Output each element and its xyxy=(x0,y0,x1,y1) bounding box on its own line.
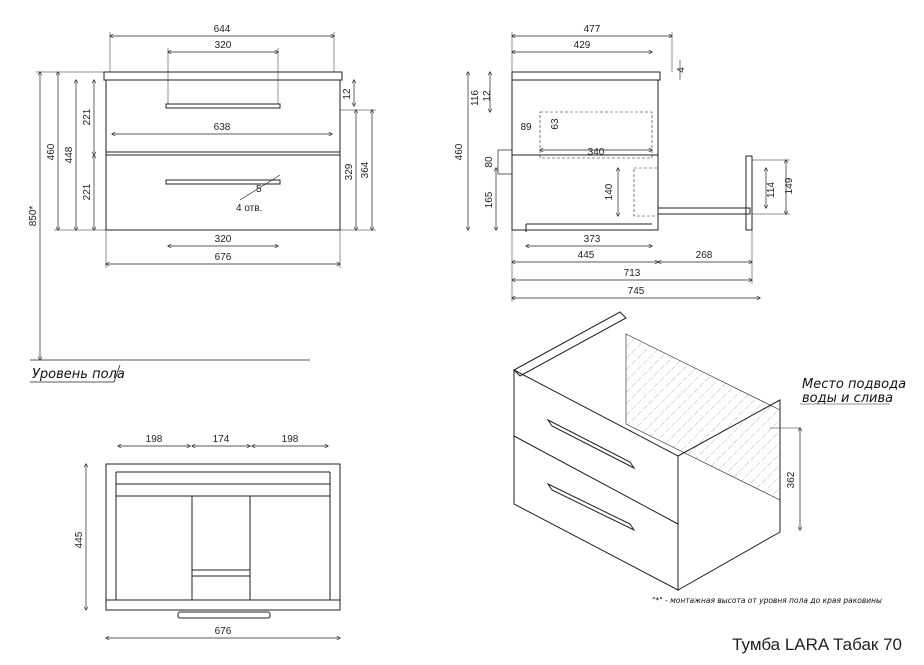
dim-676-top: 676 xyxy=(215,626,232,637)
dim-676: 676 xyxy=(215,252,232,263)
dim-364: 364 xyxy=(360,161,371,178)
side-view-labels: 477 429 4 116 12 89 63 340 460 80 165 14… xyxy=(454,24,795,297)
dim-448: 448 xyxy=(64,146,75,163)
dim-89: 89 xyxy=(520,122,532,133)
hole-diameter: 5 xyxy=(256,184,262,195)
water-label-2: воды и слива xyxy=(802,391,893,406)
dim-373: 373 xyxy=(584,234,601,245)
product-title: Тумба LARA Табак 70 xyxy=(732,635,902,654)
dim-12-side: 12 xyxy=(482,90,493,102)
top-handle xyxy=(165,103,281,109)
iso-view-labels: Место подвода воды и слива 362 xyxy=(786,377,906,488)
dim-713: 713 xyxy=(624,268,641,279)
dim-477: 477 xyxy=(584,24,601,35)
dim-149: 149 xyxy=(784,177,795,194)
front-view-labels: 644 320 638 320 676 850* 460 448 221 221… xyxy=(28,24,371,382)
footnote: "*" - монтажная высота от уровня пола до… xyxy=(652,596,882,605)
dim-745: 745 xyxy=(628,286,645,297)
water-label-1: Место подвода xyxy=(802,377,906,392)
floor-label: Уровень пола xyxy=(32,367,125,382)
dim-340: 340 xyxy=(588,147,605,158)
dim-320-bottom: 320 xyxy=(215,234,232,245)
dim-12: 12 xyxy=(342,88,353,100)
front-view xyxy=(30,32,376,383)
dim-221-bottom: 221 xyxy=(82,183,93,200)
top-view xyxy=(86,446,340,638)
dim-198-left: 198 xyxy=(146,434,163,445)
dim-140: 140 xyxy=(604,183,615,200)
dim-4: 4 xyxy=(676,67,687,73)
top-view-labels: 198 174 198 445 676 xyxy=(74,434,299,637)
dim-644: 644 xyxy=(214,24,231,35)
dim-850: 850* xyxy=(28,206,39,227)
dim-460: 460 xyxy=(46,143,57,160)
dim-362: 362 xyxy=(786,471,797,488)
dim-63: 63 xyxy=(550,118,561,130)
dim-221-top: 221 xyxy=(82,108,93,125)
dim-114: 114 xyxy=(766,182,777,198)
dim-460-side: 460 xyxy=(454,143,465,160)
dim-638: 638 xyxy=(214,122,231,133)
dim-80: 80 xyxy=(484,156,495,168)
dim-198-right: 198 xyxy=(282,434,299,445)
bottom-handle xyxy=(165,179,281,185)
dim-320-top: 320 xyxy=(215,40,232,51)
iso-view xyxy=(513,311,890,591)
dim-116: 116 xyxy=(470,90,481,106)
dim-445-side: 445 xyxy=(578,250,595,261)
dim-165: 165 xyxy=(484,191,495,208)
dim-329: 329 xyxy=(344,163,355,180)
dim-445-top: 445 xyxy=(74,531,85,548)
side-view xyxy=(468,32,790,302)
dim-174: 174 xyxy=(213,434,230,445)
dim-268: 268 xyxy=(696,250,713,261)
dim-429: 429 xyxy=(574,40,591,51)
hole-count: 4 отв. xyxy=(236,203,262,214)
